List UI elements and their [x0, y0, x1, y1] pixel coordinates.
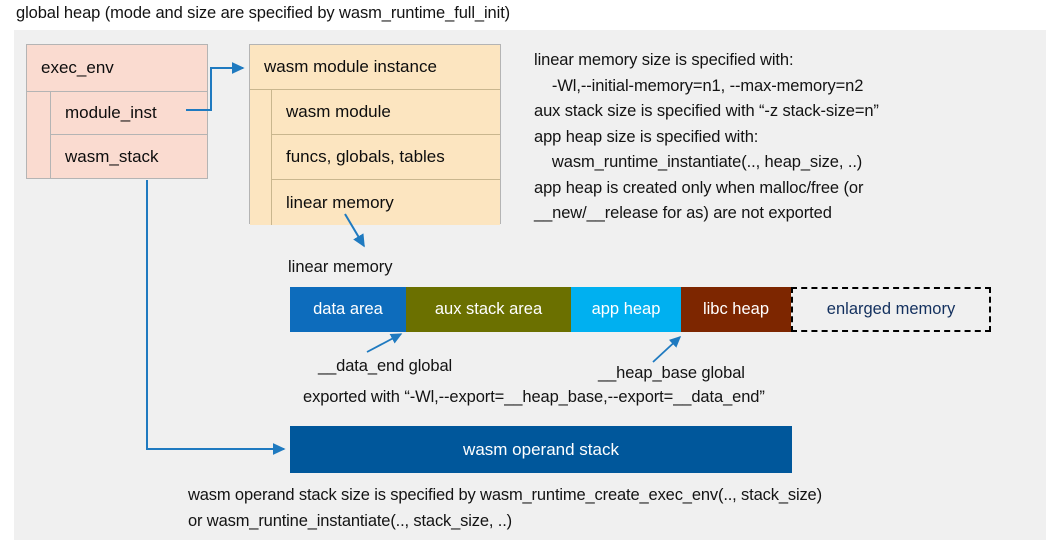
wasm-module-instance-header: wasm module instance	[250, 45, 500, 90]
wasm-module-instance-gutter	[250, 90, 272, 135]
wasm-module-instance-row-wasm-module: wasm module	[250, 90, 500, 135]
operand-stack-notes: wasm operand stack size is specified by …	[188, 486, 822, 530]
heap-base-global-label: __heap_base global	[598, 364, 745, 382]
linear-memory-notes: linear memory size is specified with: -W…	[534, 51, 879, 222]
linear-memory-row-label: linear memory	[286, 192, 394, 212]
exec-env-wasm-stack-label: wasm_stack	[65, 146, 159, 166]
wasm-module-instance-box: wasm module instance wasm module funcs, …	[249, 44, 501, 225]
memory-segment-enlarged-memory: enlarged memory	[791, 287, 991, 332]
funcs-globals-tables-label: funcs, globals, tables	[272, 135, 500, 180]
linear-memory-strip: data area aux stack area app heap libc h…	[290, 287, 991, 332]
page-title: global heap (mode and size are specified…	[16, 4, 511, 22]
exported-with-label: exported with “-Wl,--export=__heap_base,…	[303, 388, 765, 406]
wasm-module-instance-gutter	[250, 135, 272, 180]
wasm-module-instance-row-funcs-globals-tables: funcs, globals, tables	[250, 135, 500, 180]
data-end-global-label: __data_end global	[318, 357, 453, 375]
memory-segment-libc-heap: libc heap	[681, 287, 791, 332]
wasm-module-label: wasm module	[272, 90, 500, 135]
exec-env-gutter	[27, 135, 51, 178]
exec-env-row-module-inst: module_inst	[27, 92, 207, 135]
memory-segment-app-heap: app heap	[571, 287, 681, 332]
exec-env-box: exec_env module_inst wasm_stack	[26, 44, 208, 179]
memory-segment-data-area: data area	[290, 287, 406, 332]
exec-env-row-wasm-stack: wasm_stack	[27, 135, 207, 178]
exec-env-module-inst-label: module_inst	[51, 92, 207, 135]
wasm-module-instance-row-linear-memory: linear memory	[250, 180, 500, 225]
wasm-module-instance-gutter	[250, 180, 272, 225]
exec-env-header: exec_env	[27, 45, 207, 92]
memory-segment-aux-stack-area: aux stack area	[406, 287, 571, 332]
exec-env-gutter	[27, 92, 51, 135]
linear-memory-strip-label: linear memory	[288, 258, 393, 276]
wasm-operand-stack-bar: wasm operand stack	[290, 426, 792, 473]
